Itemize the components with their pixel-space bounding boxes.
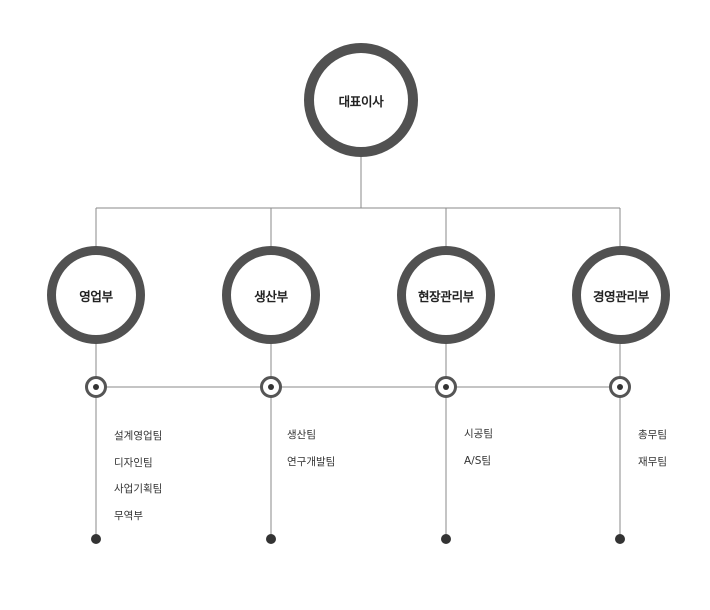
- team-item: 무역부: [114, 509, 143, 522]
- team-item: A/S팀: [464, 454, 492, 467]
- dept-node-business-management: 경영관리부: [572, 246, 670, 344]
- ceo-node: 대표이사: [304, 43, 418, 157]
- dept-label-sales: 영업부: [79, 288, 113, 304]
- dept-node-sales: 영업부: [47, 246, 145, 344]
- hub-dot-sales: [85, 376, 107, 398]
- dept-label-site-management: 현장관리부: [417, 288, 474, 304]
- team-item: 설계영업팀: [114, 430, 163, 442]
- ceo-label: 대표이사: [338, 93, 384, 109]
- dept-node-production: 생산부: [222, 246, 320, 344]
- dept-label-business-management: 경영관리부: [592, 288, 649, 304]
- dept-label-production: 생산부: [254, 288, 288, 304]
- team-item: 시공팀: [464, 428, 493, 440]
- team-list-business-management: 총무팀 재무팀: [638, 428, 667, 481]
- team-item: 디자인팀: [114, 456, 153, 469]
- end-dot-business-management: [615, 534, 625, 544]
- dept-node-site-management: 현장관리부: [397, 246, 495, 344]
- team-item: 사업기획팀: [114, 483, 163, 495]
- team-list-site-management: 시공팀 A/S팀: [464, 427, 493, 480]
- end-dot-production: [266, 534, 276, 544]
- team-item: 연구개발팀: [287, 455, 336, 468]
- end-dot-sales: [91, 534, 101, 544]
- hub-dot-business-management: [609, 376, 631, 398]
- team-item: 총무팀: [638, 429, 667, 441]
- team-list-production: 생산팀 연구개발팀: [287, 428, 335, 481]
- hub-dot-production: [260, 376, 282, 398]
- team-item: 생산팀: [287, 429, 316, 441]
- team-list-sales: 설계영업팀 디자인팀 사업기획팀 무역부: [114, 429, 162, 535]
- end-dot-site-management: [441, 534, 451, 544]
- team-item: 재무팀: [638, 455, 667, 468]
- hub-dot-site-management: [435, 376, 457, 398]
